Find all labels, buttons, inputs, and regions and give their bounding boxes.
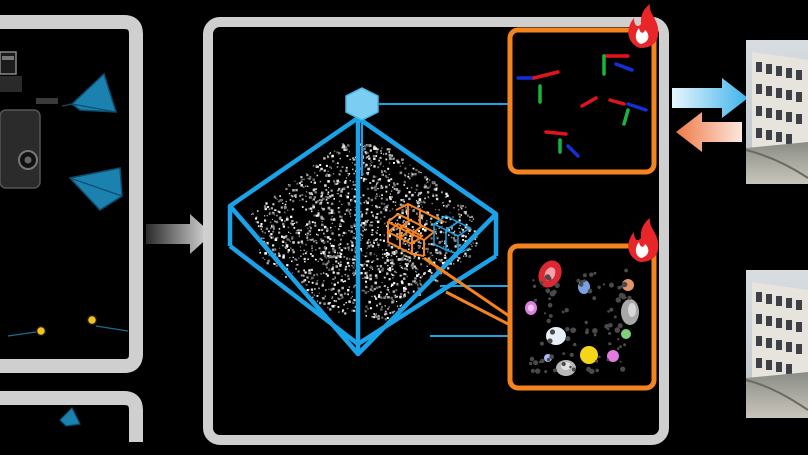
connector-line	[95, 325, 129, 332]
voxel-leader-lines	[423, 256, 513, 328]
camera-pose-axes	[516, 54, 648, 158]
connector-line	[7, 331, 37, 337]
point-marker-icon	[35, 325, 47, 337]
gaussian-ellipsoids	[525, 260, 639, 376]
mapping-panel	[203, 17, 669, 445]
rendered-view-image	[745, 270, 808, 418]
flame-icon	[628, 218, 659, 262]
render-forward-arrow	[672, 78, 748, 118]
rendered-view-image	[745, 40, 808, 184]
flame-icon	[628, 4, 659, 48]
lower-camera-panel	[0, 391, 143, 442]
camera-frustum-icon	[59, 406, 81, 427]
input-arrow	[146, 214, 212, 254]
point-marker-icon	[86, 314, 98, 326]
camera-frustum-icon	[68, 167, 123, 211]
sensor-rig-panel	[0, 15, 143, 373]
lidar-sensor-icon	[0, 51, 58, 189]
voxel-grid-highlight	[386, 202, 472, 257]
gradient-backward-arrow	[676, 112, 742, 152]
camera-pose-panel	[507, 27, 657, 175]
camera-frustum-icon	[61, 72, 118, 113]
map-root-node	[345, 87, 379, 121]
